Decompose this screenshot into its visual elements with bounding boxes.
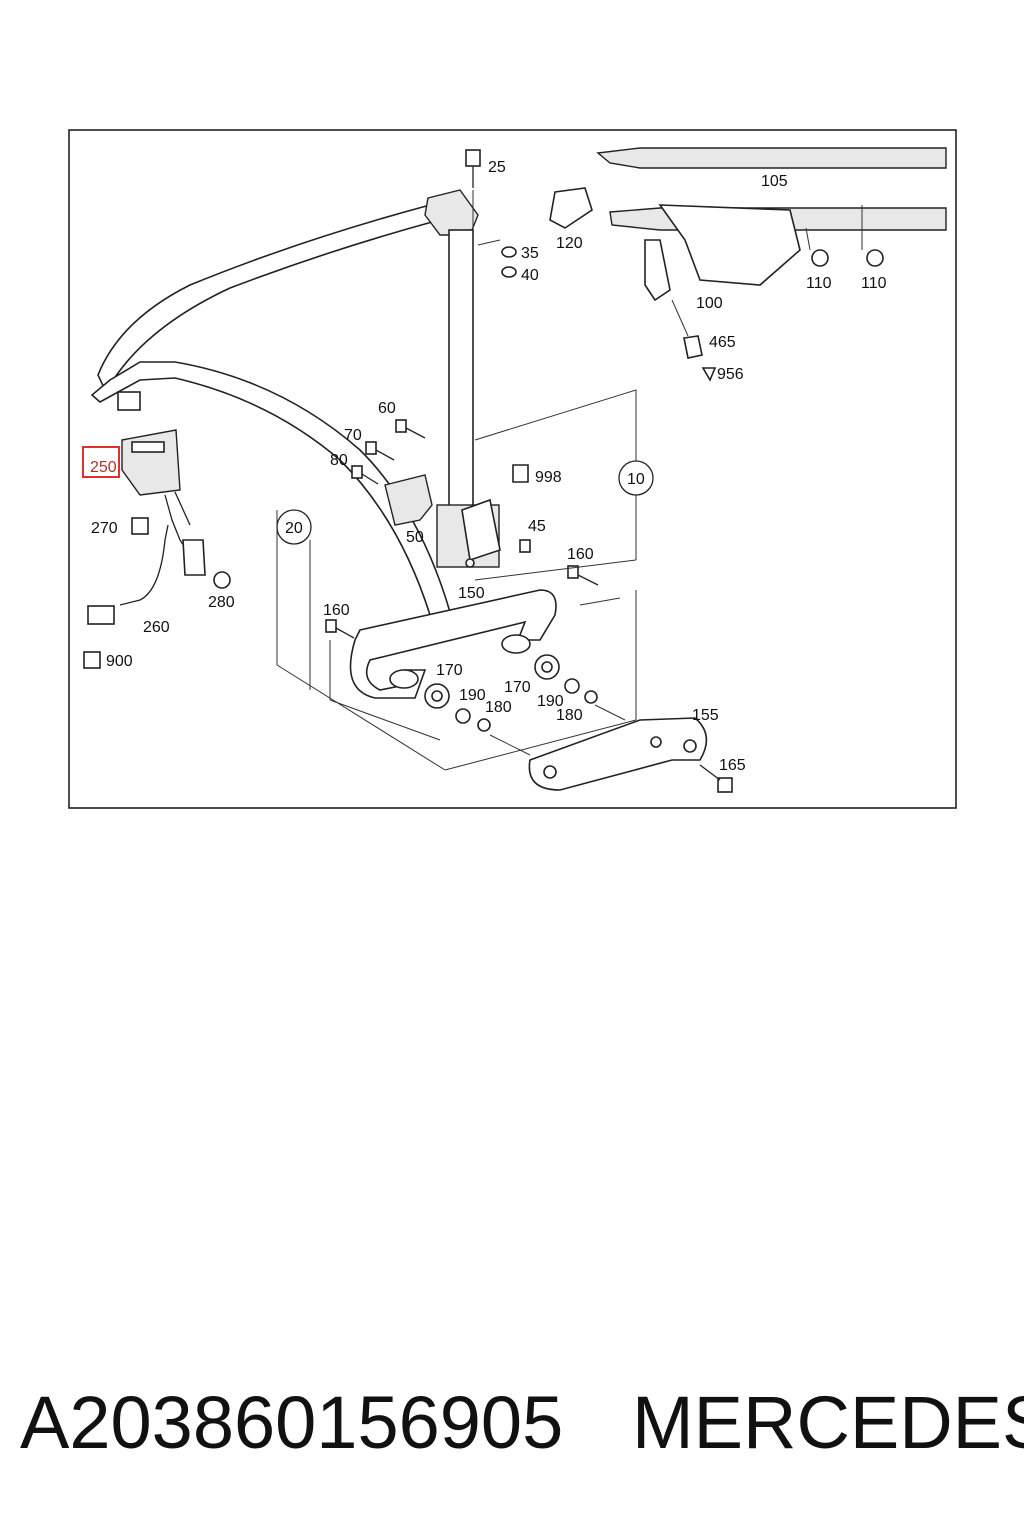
- callout-label: 100: [696, 295, 723, 312]
- callout-label: 270: [91, 520, 118, 537]
- diagram-frame: [68, 129, 957, 809]
- callout-label: 280: [208, 594, 235, 611]
- callout-label: 998: [535, 469, 562, 486]
- callout-label: 40: [521, 267, 539, 284]
- callout-label: 180: [556, 707, 583, 724]
- group-circle-20: [276, 509, 312, 545]
- belt-guide-rail: [436, 229, 501, 568]
- callout-label: 465: [709, 334, 736, 351]
- belt-buckle: [83, 429, 231, 669]
- callout-label: 20: [285, 520, 303, 537]
- upper-anchor: [424, 149, 481, 236]
- callout-label: 25: [488, 159, 506, 176]
- seat-belt-strap: [90, 203, 452, 616]
- callout-label: 956: [717, 366, 744, 383]
- callout-label: 170: [436, 662, 463, 679]
- part-number: A203860156905: [20, 1381, 564, 1464]
- washers-170-190-180: [424, 654, 598, 732]
- callout-label: 170: [504, 679, 531, 696]
- callout-label: 60: [378, 400, 396, 417]
- callout-label: 110: [861, 275, 887, 292]
- lower-anchor-bar: [349, 589, 557, 699]
- callout-label: 165: [719, 757, 746, 774]
- guide-lines: [276, 389, 637, 771]
- callout-label: 120: [556, 235, 583, 252]
- bracket-155: [528, 717, 733, 793]
- callout-label: 900: [106, 653, 133, 670]
- callout-label: 110: [806, 275, 832, 292]
- callout-label: 50: [406, 529, 424, 546]
- callout-label: 70: [344, 427, 362, 444]
- mounting-bolts: [325, 419, 599, 639]
- callout-label: 160: [323, 602, 350, 619]
- callout-label: 45: [528, 518, 546, 535]
- callout-label: 10: [627, 471, 645, 488]
- brand-name: MERCEDES: [632, 1381, 1024, 1464]
- highlight-box-250: [82, 446, 120, 478]
- washers-35-40: [477, 239, 517, 278]
- callout-label: 105: [761, 173, 788, 190]
- callout-label: 80: [330, 452, 348, 469]
- callout-label: 260: [143, 619, 170, 636]
- callout-label: 150: [458, 585, 485, 602]
- callout-label: 190: [537, 693, 564, 710]
- callout-label: 160: [567, 546, 594, 563]
- height-adjuster-rails: [549, 147, 947, 382]
- callout-label: 180: [485, 699, 512, 716]
- callout-label: 35: [521, 245, 539, 262]
- callout-label: 155: [692, 707, 719, 724]
- callout-label: 190: [459, 687, 486, 704]
- callout-label-highlighted: 250: [90, 459, 117, 476]
- group-circle-10: [618, 460, 654, 496]
